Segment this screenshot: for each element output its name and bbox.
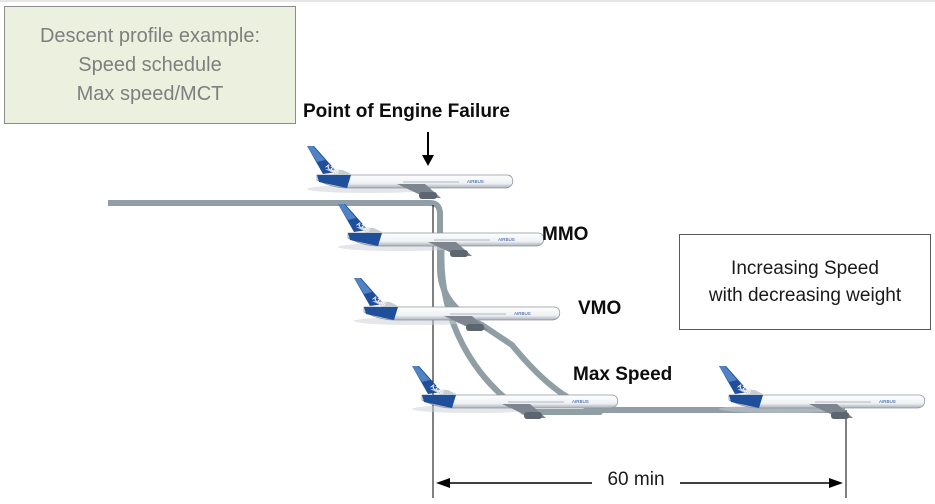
- increasing-speed-note-box: Increasing Speed with decreasing weight: [679, 234, 931, 330]
- info-box-line-3: Max speed/MCT: [76, 82, 224, 105]
- aircraft-engine-failure: A330: [306, 145, 514, 200]
- info-box-line-1: Descent profile example:: [39, 24, 261, 47]
- descent-profile-info-box: Descent profile example: Speed schedule …: [4, 6, 296, 124]
- top-border-line: [0, 0, 935, 2]
- engine-failure-arrowhead: [422, 155, 434, 166]
- duration-arrowhead-right: [829, 478, 843, 488]
- vmo-label: VMO: [578, 298, 622, 319]
- note-line-2: with decreasing weight: [708, 285, 902, 306]
- engine-failure-label: Point of Engine Failure: [303, 101, 510, 122]
- descent-curve-path: [438, 237, 603, 415]
- aircraft-end-of-diversion: A330: [718, 365, 926, 420]
- note-line-1: Increasing Speed: [731, 258, 879, 279]
- max-speed-label: Max Speed: [573, 364, 673, 385]
- mmo-label: MMO: [542, 224, 589, 245]
- duration-arrowhead-left: [436, 478, 450, 488]
- info-box-line-2: Speed schedule: [78, 53, 222, 76]
- duration-label: 60 min: [592, 469, 680, 491]
